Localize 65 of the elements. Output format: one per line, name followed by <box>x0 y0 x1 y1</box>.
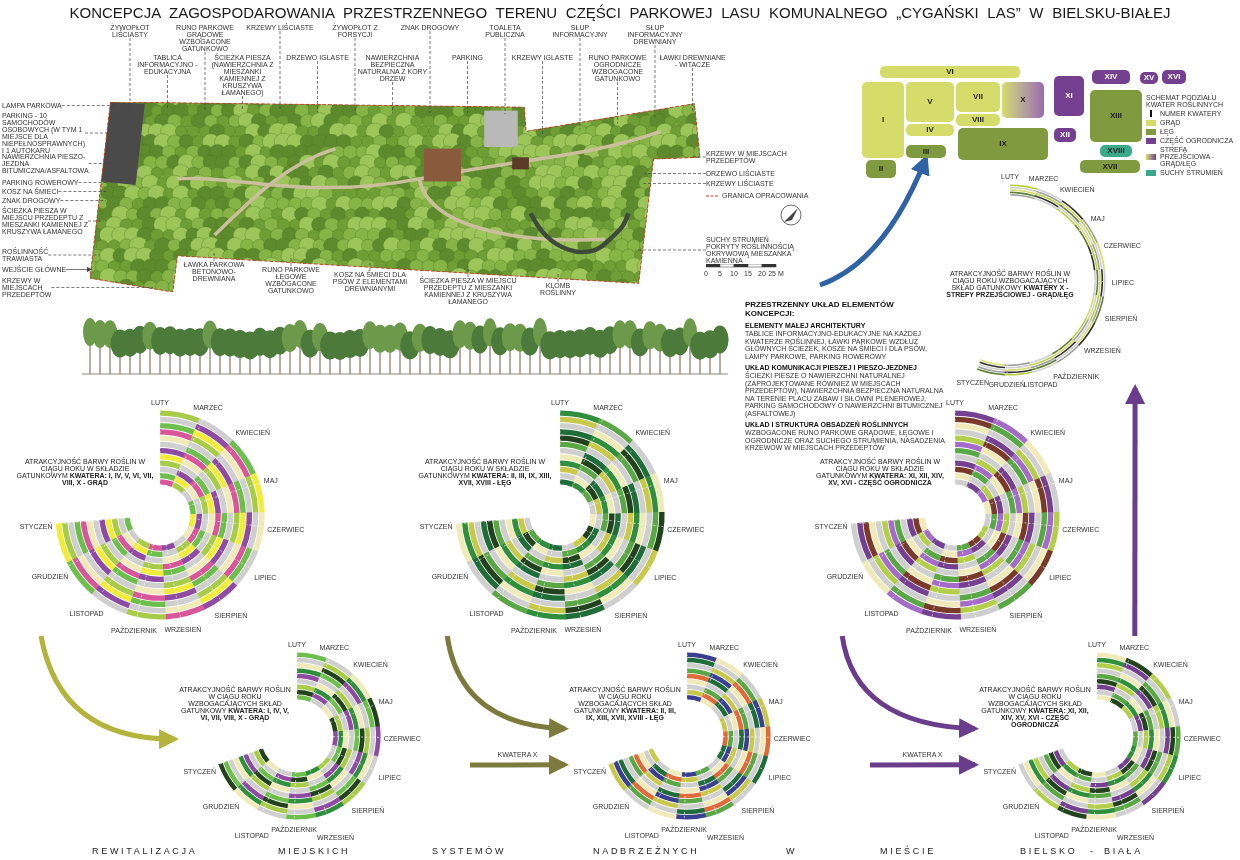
poster-title: KONCEPCJA ZAGOSPODAROWANIA PRZESTRZENNEGO TERENU CZĘŚCI PARKOWEJ LASU KOMUNALNEGO „CYGAŃSKI LAS” W BIELSKU-BIAŁEJ <box>68 4 1172 22</box>
zone-area: XIII <box>1090 90 1142 142</box>
leader-line <box>242 95 243 111</box>
footer-word: SYSTEMÓW <box>432 846 507 857</box>
zone-area: I <box>862 82 904 158</box>
leader-line <box>644 173 707 174</box>
leader-line <box>643 183 707 184</box>
footer-word: BIAŁA <box>1104 846 1143 857</box>
leader-line <box>467 60 468 114</box>
leader-line <box>279 30 281 112</box>
leader-line <box>467 265 469 278</box>
leader-line <box>692 67 693 112</box>
leader-line <box>392 81 393 113</box>
zone-area: IX <box>958 128 1048 160</box>
leader-line <box>47 254 101 256</box>
zone-area: XI <box>1054 76 1084 116</box>
arrow <box>444 635 569 738</box>
zone-area: X <box>1002 82 1044 118</box>
leader-line <box>429 30 431 114</box>
leader-line <box>78 182 109 183</box>
zone-area: VIII <box>956 114 1000 126</box>
leader-line <box>557 271 559 283</box>
zone-area: XII <box>1054 128 1076 142</box>
leader-line <box>317 60 318 112</box>
footer-word: W <box>786 846 798 857</box>
zone-area: III <box>906 145 946 158</box>
leader-line <box>58 191 108 192</box>
zone-area: XVII <box>1080 160 1140 173</box>
leader-line <box>354 37 356 113</box>
footer-word: NADBRZEŻNYCH <box>593 846 700 857</box>
arrow <box>870 754 979 775</box>
leader-line <box>617 81 618 124</box>
leader-line <box>204 51 206 111</box>
leader-line <box>87 220 104 222</box>
footer-word: REWITALIZACJA <box>92 846 198 857</box>
zone-area: VII <box>956 82 1000 112</box>
footer-word: MIEŚCIE <box>880 846 936 857</box>
leader-line <box>579 37 581 130</box>
arrow <box>1125 384 1146 636</box>
leader-line <box>654 44 656 118</box>
leader-line <box>167 74 168 111</box>
leader-line <box>213 250 215 262</box>
zone-area: IV <box>906 124 954 136</box>
zone-area: XV <box>1140 72 1158 84</box>
leader-line <box>60 200 107 201</box>
leader-line <box>504 37 506 115</box>
arrow <box>38 635 179 749</box>
leader-line <box>542 60 543 136</box>
zone-area: XVIII <box>1100 145 1132 157</box>
footer-word: - <box>1090 846 1096 857</box>
section-heading: PRZESTRZENNY UKŁAD ELEMENTÓW KONCEPCJI: <box>745 300 895 318</box>
arrow <box>839 635 979 738</box>
leader-line <box>290 255 292 267</box>
leader-line <box>692 156 707 158</box>
arrow <box>470 754 569 775</box>
footer-word: BIELSKO <box>1020 846 1078 857</box>
footer-word: MIEJSKICH <box>278 846 351 857</box>
zone-area: XIV <box>1092 70 1130 84</box>
zone-area: II <box>866 160 896 178</box>
leader-line <box>635 249 707 251</box>
leader-line <box>51 287 154 288</box>
leader-line <box>369 259 371 272</box>
zone-area: XVI <box>1162 70 1186 84</box>
zone-area: V <box>906 82 954 122</box>
zone-area: VI <box>880 66 1020 78</box>
